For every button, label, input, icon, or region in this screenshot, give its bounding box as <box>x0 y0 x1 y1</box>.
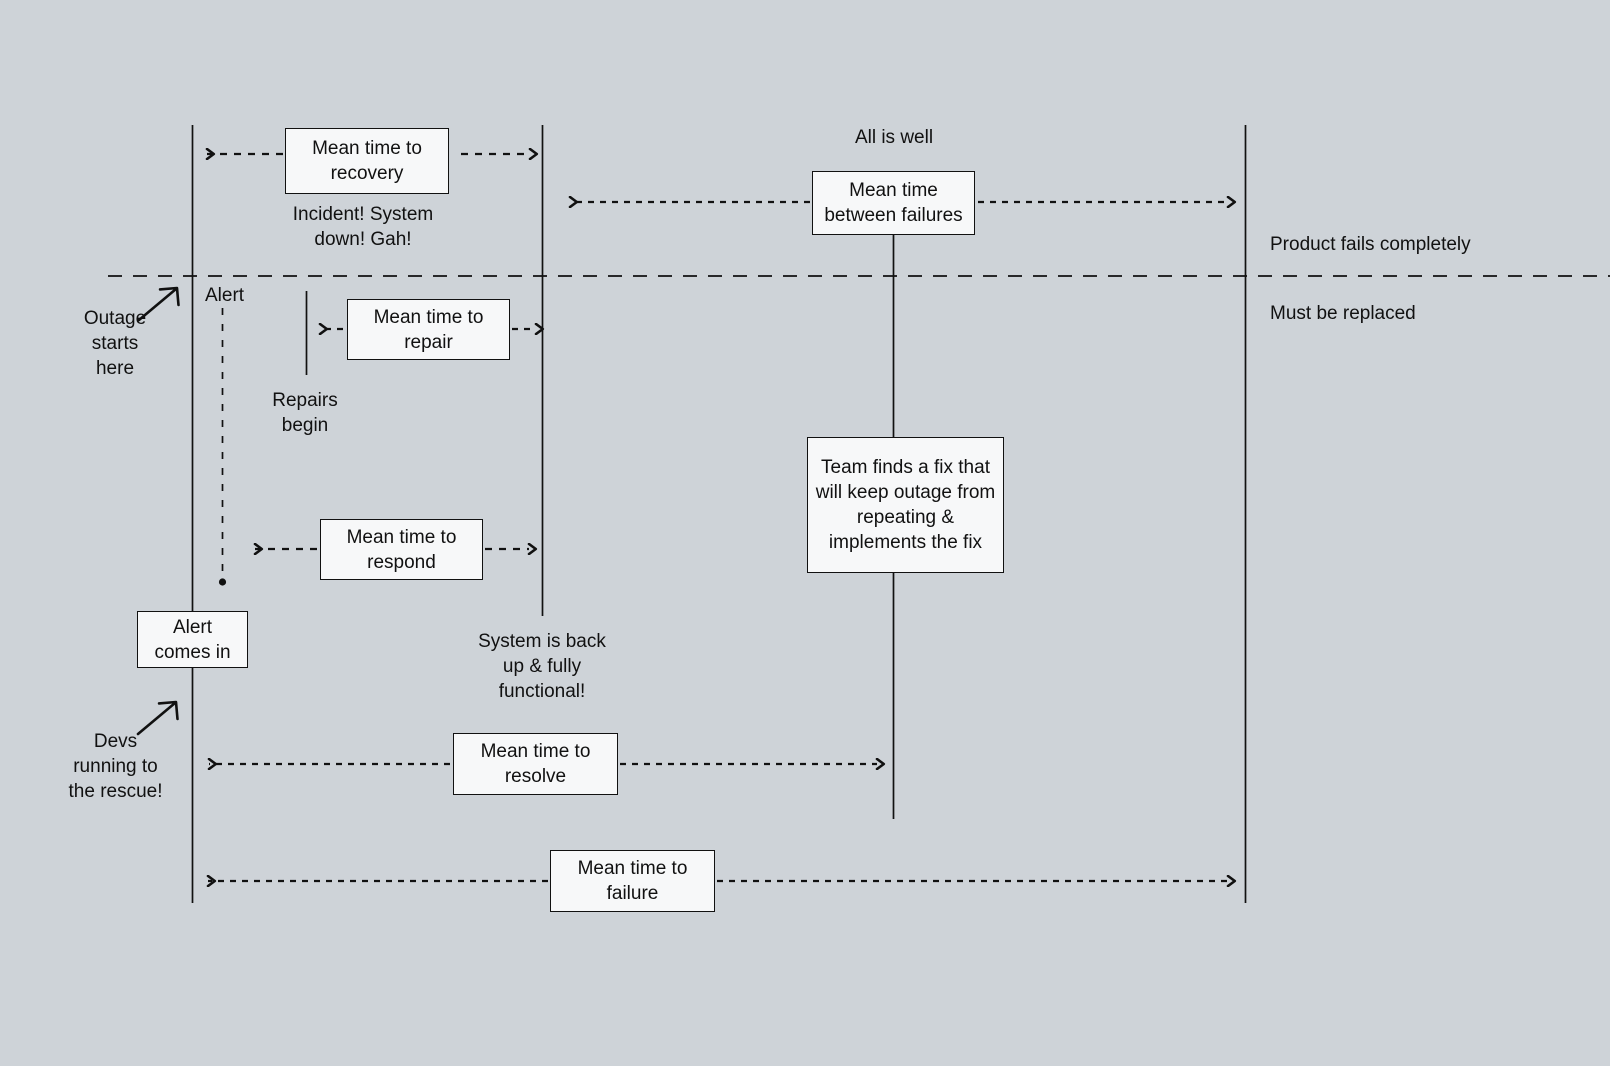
box-mean-time-to-recovery[interactable]: Mean time to recovery <box>285 128 449 194</box>
label-outage-starts-here: Outage starts here <box>83 308 147 379</box>
pointer-arrow-devs <box>136 701 177 736</box>
pointer-arrow-devs-head <box>157 700 179 721</box>
alert-endpoint-dot <box>218 578 227 586</box>
label-alert: Alert <box>205 285 245 306</box>
box-mean-time-between-failures[interactable]: Mean time between failures <box>812 171 975 235</box>
pointer-arrow-outage-head <box>158 286 180 307</box>
pointer-arrow-outage <box>137 287 178 322</box>
label-system-is-back-up: System is back up & fully functional! <box>478 631 606 702</box>
label-repairs-begin: Repairs begin <box>272 390 338 436</box>
label-must-be-replaced: Must be replaced <box>1270 303 1416 324</box>
label-all-is-well: All is well <box>854 127 934 148</box>
box-mean-time-to-failure[interactable]: Mean time to failure <box>550 850 715 912</box>
label-incident-system-down: Incident! System down! Gah! <box>292 204 434 250</box>
box-mean-time-to-respond[interactable]: Mean time to respond <box>320 519 483 580</box>
box-team-finds-a-fix[interactable]: Team finds a fix that will keep outage f… <box>807 437 1004 573</box>
box-mean-time-to-resolve[interactable]: Mean time to resolve <box>453 733 618 795</box>
label-devs-running-to-the-rescue: Devs running to the rescue! <box>68 731 163 802</box>
box-alert-comes-in[interactable]: Alert comes in <box>137 611 248 668</box>
label-product-fails-completely: Product fails completely <box>1270 234 1471 255</box>
box-mean-time-to-repair[interactable]: Mean time to repair <box>347 299 510 360</box>
